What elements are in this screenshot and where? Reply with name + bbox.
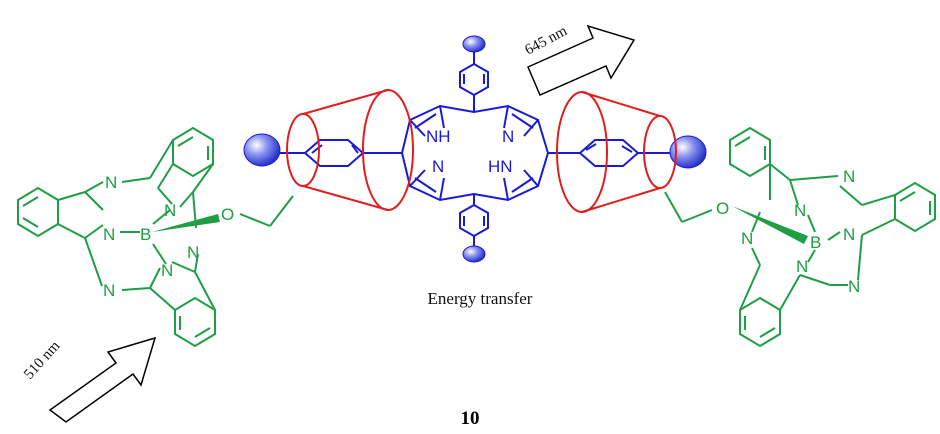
atom-hn: HN — [488, 157, 513, 176]
porphyrin-core — [400, 52, 550, 248]
excitation-wavelength-label: 510 nm — [21, 338, 64, 383]
atom-n: N — [502, 127, 514, 146]
left-subpc-atoms: N N N N N N B O — [103, 173, 234, 300]
compound-number: 10 — [461, 408, 480, 429]
stopper-sphere-icon — [462, 35, 486, 53]
right-subpc-atoms: N N N N N N B O — [716, 167, 860, 296]
open-arrow-icon — [527, 24, 636, 96]
atom-n: N — [105, 173, 117, 192]
atom-n: N — [432, 157, 444, 176]
stopper-sphere-icon — [243, 133, 281, 167]
left-subphthalocyanine — [17, 126, 294, 348]
excitation-arrow: 510 nm — [21, 336, 157, 423]
atom-n: N — [103, 281, 115, 300]
atom-o: O — [221, 205, 234, 224]
left-cyclodextrin-cone-icon — [286, 89, 414, 211]
stopper-sphere-icon — [669, 135, 707, 169]
energy-transfer-caption: Energy transfer — [428, 289, 533, 308]
atom-b: B — [140, 225, 151, 244]
atom-n: N — [843, 167, 855, 186]
atom-n: N — [187, 243, 199, 262]
open-arrow-icon — [48, 336, 157, 423]
stopper-spheres — [243, 35, 707, 263]
right-cyclodextrin-cone-icon — [556, 91, 677, 213]
axle — [280, 139, 670, 167]
right-subphthalocyanine — [664, 126, 936, 348]
atom-o: O — [716, 199, 729, 218]
emission-arrow: 645 nm — [522, 23, 636, 96]
atom-n: N — [741, 229, 753, 248]
atom-b: B — [810, 233, 821, 252]
atom-n: N — [848, 277, 860, 296]
atom-n: N — [843, 225, 855, 244]
atom-nh: NH — [426, 127, 451, 146]
atom-n: N — [794, 201, 806, 220]
atom-n: N — [103, 225, 115, 244]
atom-n: N — [796, 257, 808, 276]
atom-n: N — [164, 201, 176, 220]
stopper-sphere-icon — [462, 245, 486, 263]
porphyrin-atoms: NH N N HN — [426, 127, 514, 176]
atom-n: N — [161, 261, 173, 280]
